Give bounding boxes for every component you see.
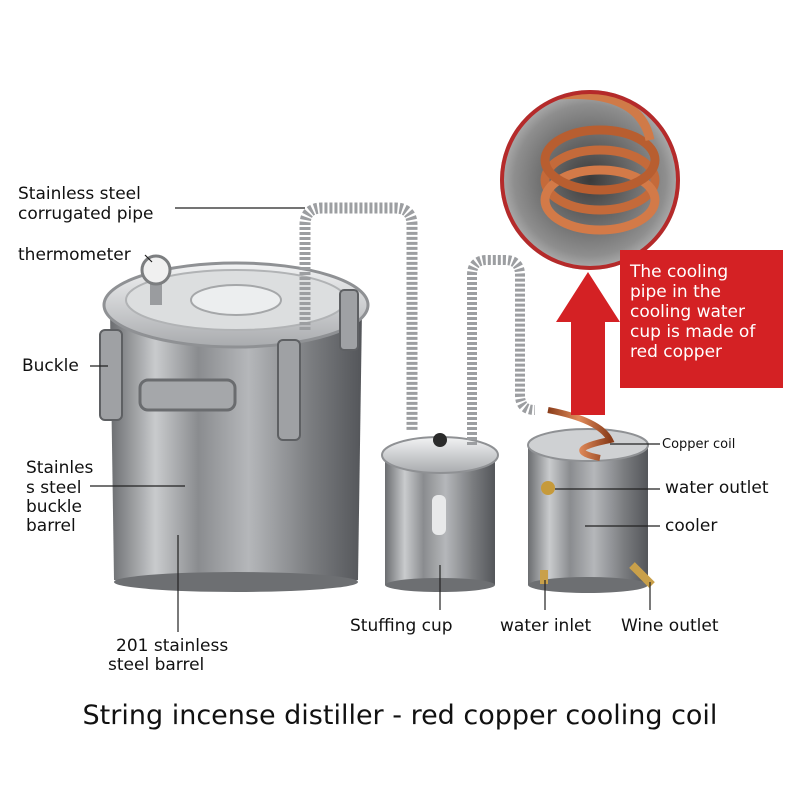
copper-coil-zoom [500, 90, 680, 270]
label-steel-barrel-1: 201 stainless [116, 636, 229, 656]
cooler-cup [527, 407, 655, 593]
label-stuffing-cup: Stuffing cup [350, 616, 453, 636]
caption: String incense distiller - red copper co… [82, 700, 718, 731]
label-thermometer: thermometer [18, 245, 131, 265]
callout-line-3: cooling water [630, 302, 745, 322]
label-buckle-barrel-2: s steel [26, 478, 82, 498]
label-water-outlet: water outlet [665, 478, 769, 498]
label-corrugated-pipe-2: corrugated pipe [18, 204, 154, 224]
label-copper-coil: Copper coil [662, 437, 736, 452]
label-cooler: cooler [665, 516, 718, 536]
callout-line-5: red copper [630, 342, 723, 362]
label-water-inlet: water inlet [500, 616, 592, 636]
label-buckle: Buckle [22, 356, 79, 376]
label-wine-outlet: Wine outlet [621, 616, 719, 636]
callout-line-1: The cooling [630, 262, 729, 282]
corrugated-pipe [299, 202, 418, 430]
label-buckle-barrel-3: buckle [26, 497, 82, 517]
label-corrugated-pipe-1: Stainless steel [18, 184, 141, 204]
callout-line-2: pipe in the [630, 282, 721, 302]
thermometer-gauge [140, 254, 172, 305]
callout-box: The cooling pipe in the cooling water cu… [620, 250, 783, 388]
stuffing-cup [381, 433, 499, 592]
label-buckle-barrel-4: barrel [26, 516, 76, 536]
label-buckle-barrel-1: Stainles [26, 458, 94, 478]
callout-line-4: cup is made of [630, 322, 756, 342]
leader-lines [90, 207, 660, 632]
label-steel-barrel-2: steel barrel [108, 655, 205, 675]
buckle-barrel [99, 261, 370, 592]
connecting-pipe [467, 255, 536, 445]
red-arrow [556, 272, 620, 415]
